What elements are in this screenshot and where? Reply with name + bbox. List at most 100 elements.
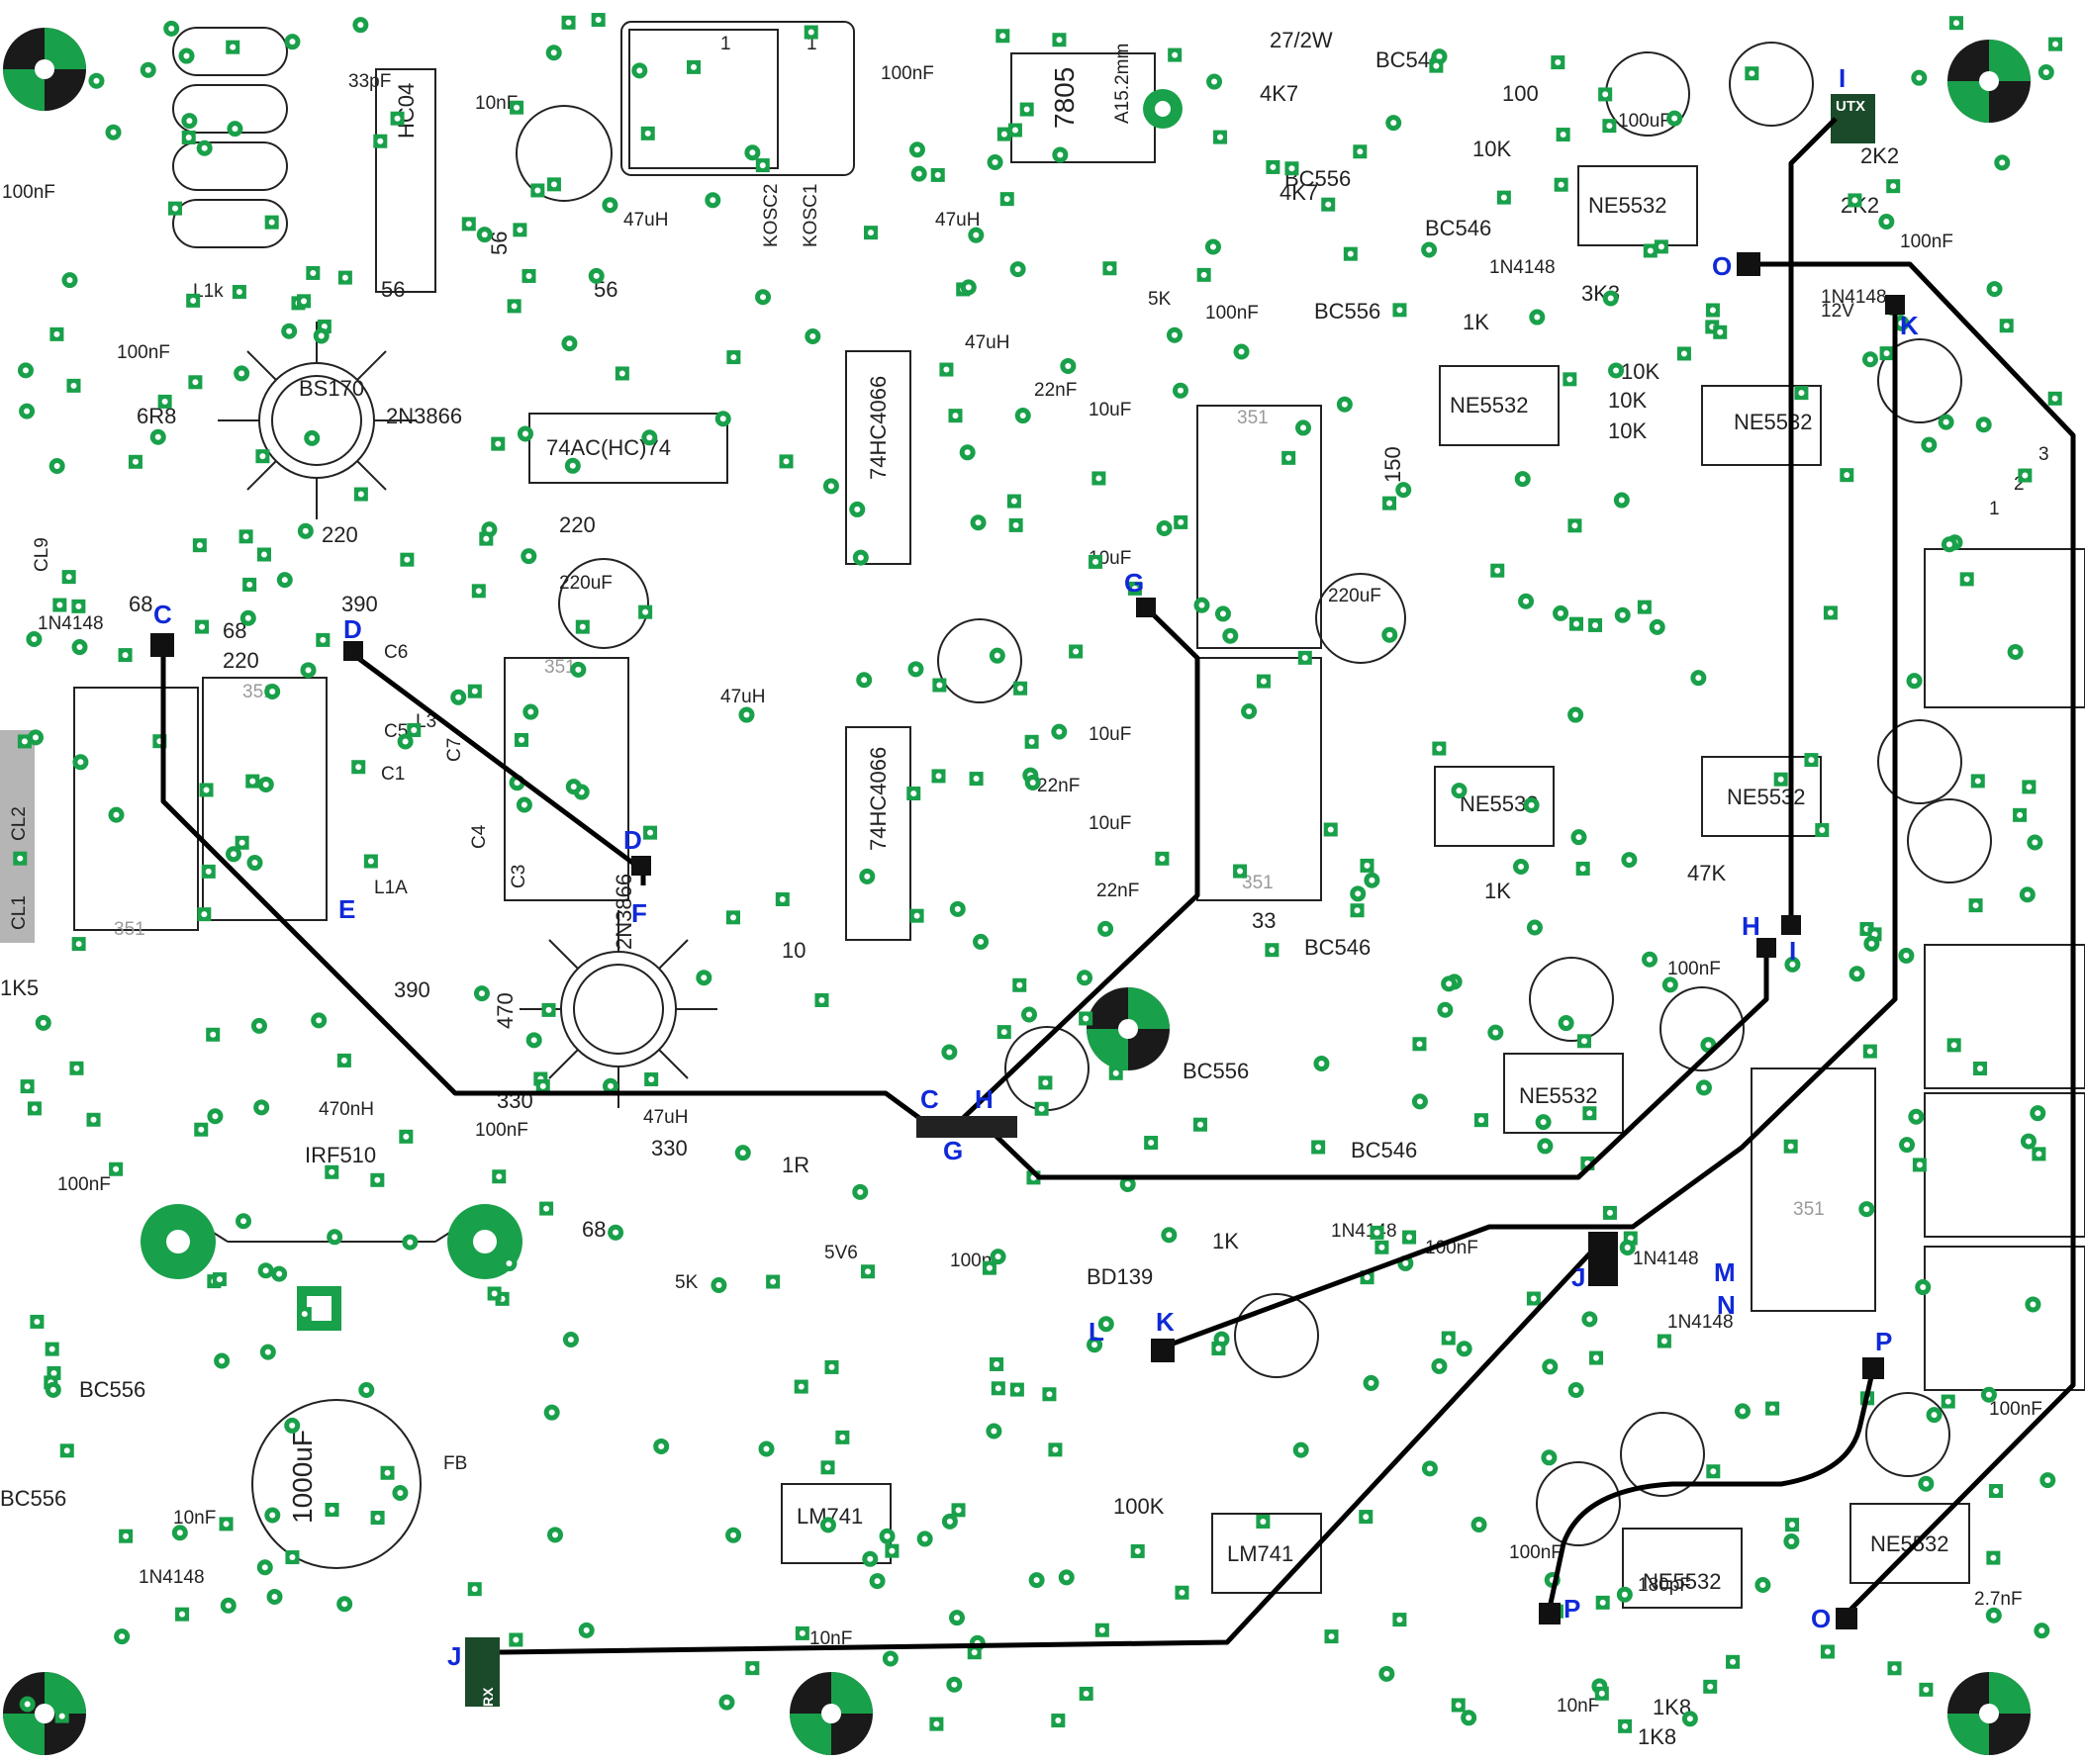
pad-hole xyxy=(521,430,528,437)
pad-hole xyxy=(1016,981,1023,988)
pad-hole xyxy=(2022,472,2029,479)
resistor-label: 100K xyxy=(1113,1494,1165,1519)
2n3866-label: 2N3866 xyxy=(612,874,636,950)
pad-hole xyxy=(40,1019,47,1026)
capacitor-label: 100nF xyxy=(1900,232,1953,252)
pad-hole xyxy=(1558,609,1564,616)
pad-hole xyxy=(1301,654,1308,661)
pot-label: 5K xyxy=(675,1272,699,1293)
heatsink-label: A15.2mm xyxy=(1112,44,1133,124)
pad-hole xyxy=(513,1636,520,1643)
pad-hole xyxy=(1052,1446,1059,1453)
pad-hole xyxy=(648,1075,655,1082)
pad-hole xyxy=(1680,350,1687,357)
pad-hole xyxy=(1528,801,1535,808)
pad-hole xyxy=(723,1699,730,1706)
resistor-label: 470 xyxy=(493,992,518,1029)
pad-hole xyxy=(933,1720,940,1727)
mounting-hole xyxy=(3,28,86,111)
pad-hole xyxy=(1402,1259,1409,1266)
pad-hole xyxy=(1717,328,1724,335)
pad-hole xyxy=(921,1535,928,1542)
pad-hole xyxy=(1586,1316,1593,1323)
bs170-label: BS170 xyxy=(299,376,364,401)
pad-hole xyxy=(543,1205,550,1212)
pad-hole xyxy=(212,1113,219,1120)
pad-hole xyxy=(1466,1715,1472,1721)
pad-hole xyxy=(49,1386,56,1393)
ic-lm741-1: LM741 xyxy=(781,1483,892,1564)
pad-hole xyxy=(63,1447,70,1454)
pad-hole xyxy=(179,1611,186,1618)
point-j: J xyxy=(1571,1262,1585,1292)
pad-hole xyxy=(1209,243,1216,250)
pad-hole xyxy=(260,551,267,558)
pad-hole xyxy=(1980,421,1987,428)
capacitor-labels: 100nF 100nF 100nF 100nF 100nF 100nF 100n… xyxy=(2,63,2042,1717)
pad-hole xyxy=(1686,1716,1693,1722)
pad-hole xyxy=(749,149,756,156)
pin-number: 1 xyxy=(1989,499,2000,519)
pad-hole xyxy=(1131,585,1138,592)
pad-hole xyxy=(471,688,478,695)
pad-hole xyxy=(75,603,82,609)
pad-hole xyxy=(186,118,193,125)
pad-hole xyxy=(783,458,790,465)
pad-hole xyxy=(1581,1038,1588,1045)
pad-hole xyxy=(262,781,269,788)
wire-i xyxy=(1788,117,1838,922)
pad-hole xyxy=(402,738,409,745)
pad-hole xyxy=(1990,1554,1997,1561)
pad-hole xyxy=(1355,890,1362,897)
pad-hole xyxy=(1416,1041,1423,1048)
pad-hole xyxy=(506,1260,513,1267)
pad-hole xyxy=(1177,387,1184,394)
pad-hole xyxy=(122,652,129,659)
pad-hole xyxy=(913,912,920,919)
capacitor-label: 100nF xyxy=(1509,1542,1563,1563)
pad-hole xyxy=(1073,648,1080,655)
pad-hole xyxy=(301,1311,308,1318)
pad-hole xyxy=(269,1512,276,1519)
pad-hole xyxy=(1063,1574,1070,1581)
pad-hole xyxy=(567,1336,574,1343)
capacitor-label: 10nF xyxy=(475,93,518,114)
heatsink-2n3866: 2N3866 xyxy=(520,874,717,1108)
capacitor-label: 10nF xyxy=(809,1628,852,1649)
pad-hole xyxy=(34,1318,41,1325)
designators: CL2 CL1 C1 C3 C4 C5 C6 C7 CL9 12V xyxy=(0,301,1854,943)
resistor-label: 1K xyxy=(1484,879,1511,903)
pad-hole xyxy=(575,666,582,673)
pad-hole xyxy=(1328,1633,1335,1640)
pad-hole xyxy=(521,801,527,808)
pad-hole xyxy=(861,677,868,684)
pad-hole xyxy=(1627,1235,1634,1242)
resistor-label: 1K xyxy=(1212,1229,1239,1253)
pad-hole xyxy=(384,1469,391,1476)
pad-hole xyxy=(1730,1658,1737,1665)
wire-j xyxy=(499,1243,1600,1655)
inductor-label: 470nH xyxy=(319,1099,374,1120)
pad-hole xyxy=(1056,728,1063,735)
pad-hole xyxy=(363,1386,370,1393)
capacitor-label: 100nF xyxy=(1989,1399,2042,1420)
pad-hole xyxy=(1868,940,1875,947)
transistor-label: 2N3866 xyxy=(386,404,462,428)
pad-hole xyxy=(1546,1454,1553,1461)
pad-hole xyxy=(646,434,653,441)
pad-hole xyxy=(534,187,541,194)
pad-hole xyxy=(475,588,482,595)
pad-hole xyxy=(75,941,82,948)
pad-hole xyxy=(1092,558,1099,565)
pad-hole xyxy=(955,1507,962,1514)
pad-hole xyxy=(1626,857,1633,864)
right-connectors: 3 2 1 xyxy=(1924,444,2085,1391)
pad-hole xyxy=(397,1490,404,1497)
pad-hole xyxy=(539,1082,546,1089)
inductor-label: L1A xyxy=(374,878,408,898)
pad-hole xyxy=(618,370,625,377)
pad-hole xyxy=(491,1290,498,1297)
pad-hole xyxy=(2038,1627,2045,1634)
pad-hole xyxy=(1903,952,1910,959)
